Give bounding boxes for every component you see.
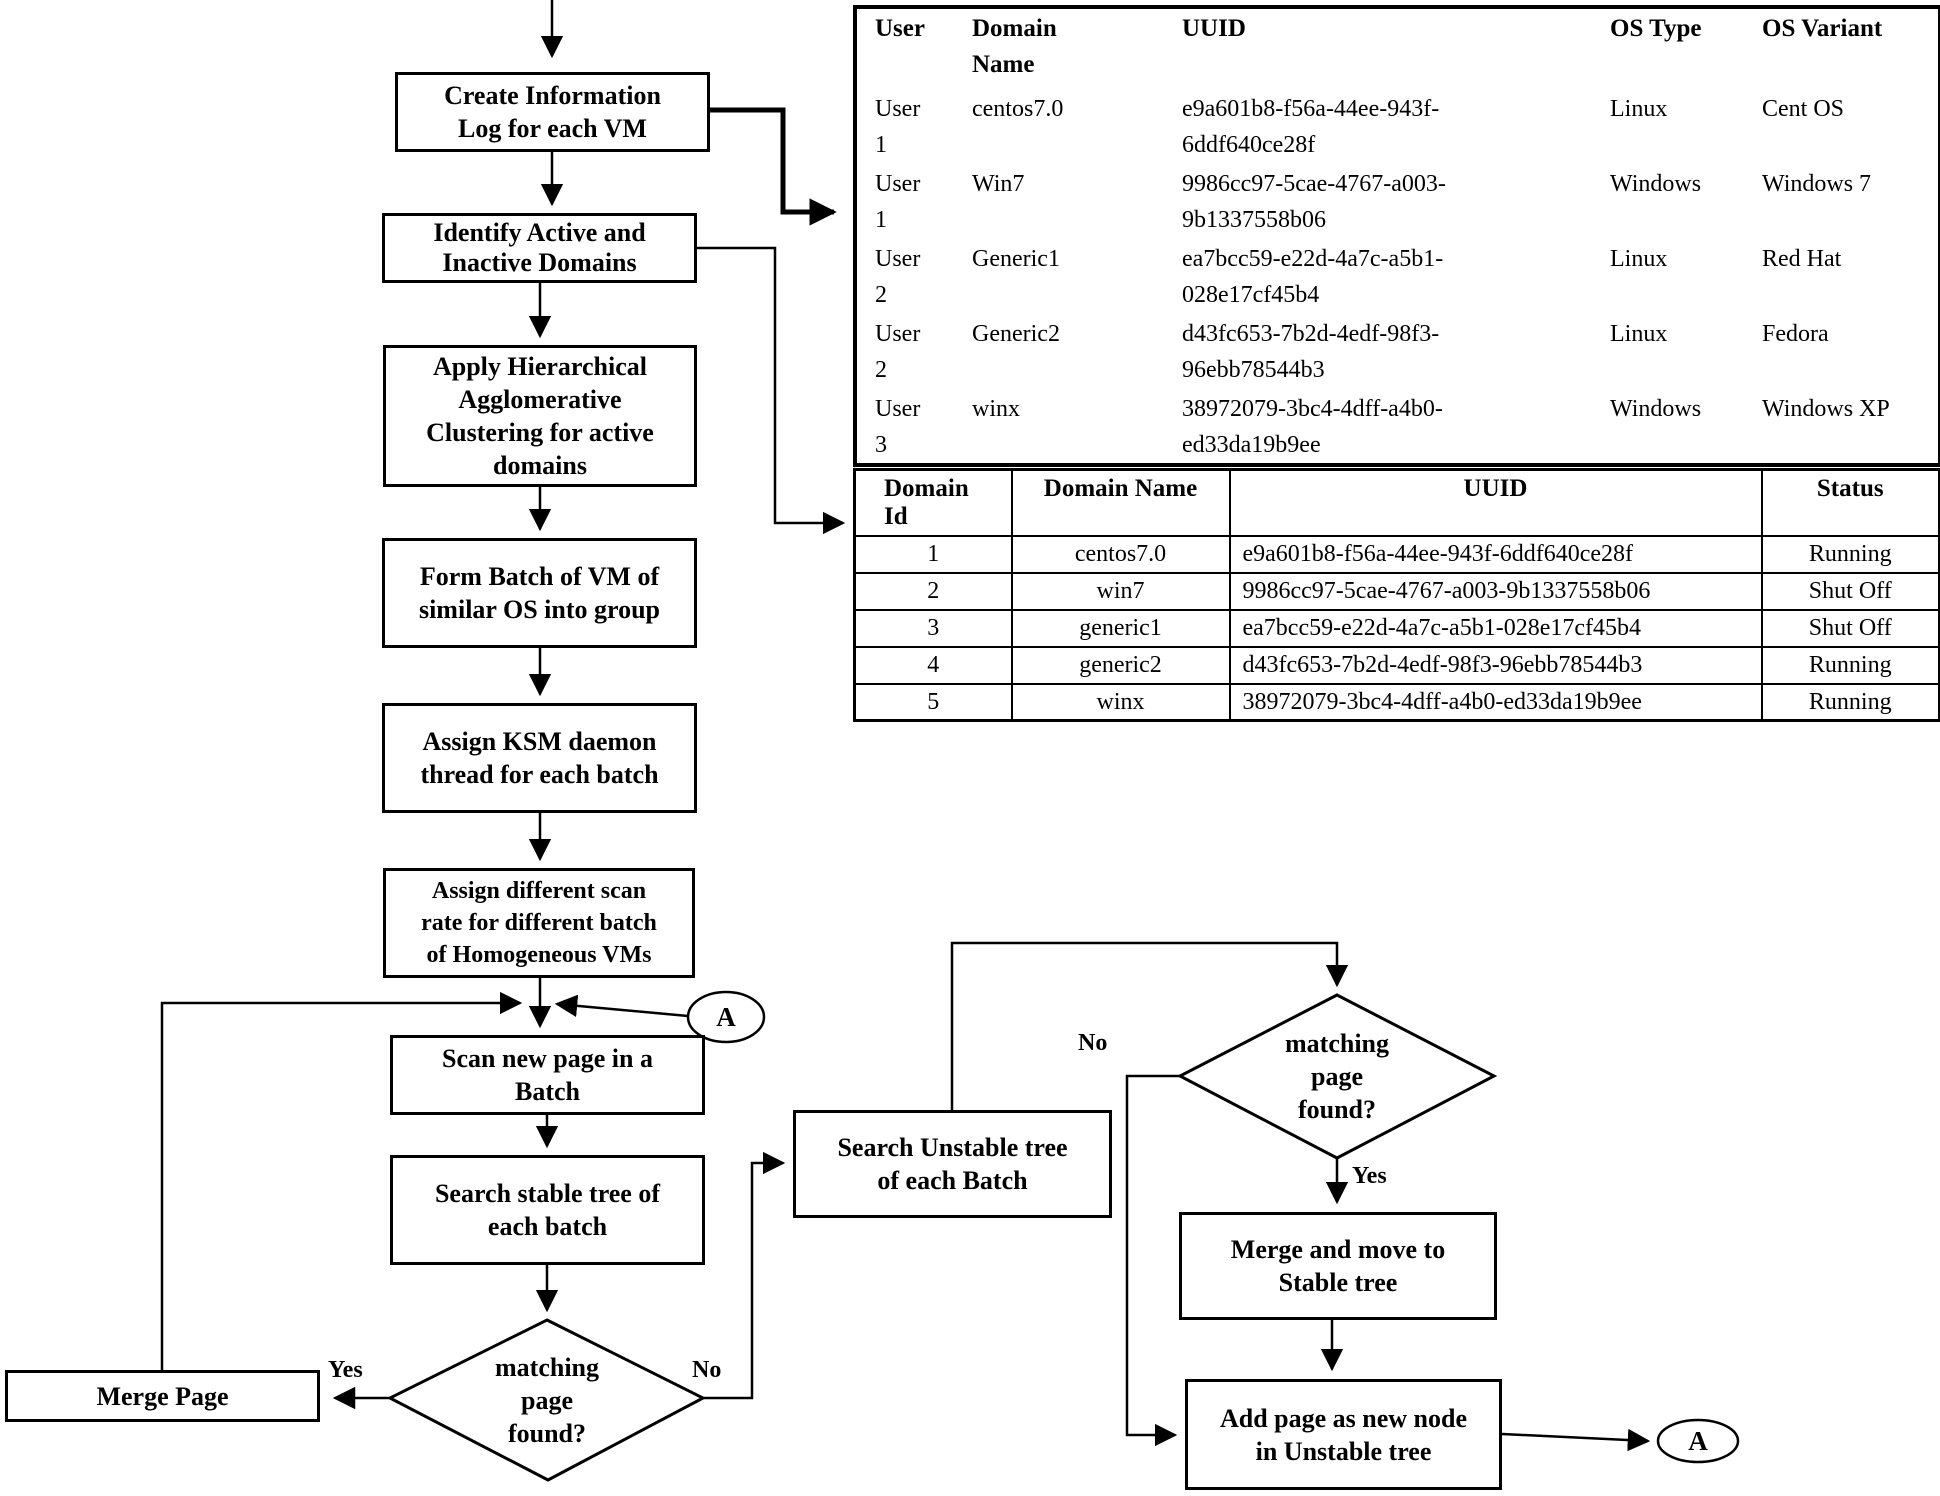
flow-box-clustering-label: Apply Hierarchical Agglomerative Cluster…	[426, 352, 654, 480]
flow-box-form-batch: Form Batch of VM of similar OS into grou…	[382, 538, 697, 648]
flow-box-create-log: Create Information Log for each VM	[395, 72, 710, 152]
flow-box-add-new-node: Add page as new node in Unstable tree	[1185, 1379, 1502, 1490]
arrow-createlog-to-vmtable	[710, 107, 837, 226]
table-status-row: 1 centos7.0 e9a601b8-f56a-44ee-943f-6ddf…	[853, 534, 1940, 574]
arrow-searchunstable-to-decision2	[950, 941, 1349, 1110]
decision-stable-diamond	[386, 1318, 707, 1482]
table-status-header-row: Domain Id Domain Name UUID Status	[853, 468, 1940, 537]
connector-a1-oval	[686, 990, 766, 1044]
table-status-row: 5 winx 38972079-3bc4-4dff-a4b0-ed33da19b…	[853, 682, 1940, 722]
table-vm-header-os-variant: OS Variant	[1762, 15, 1883, 42]
flow-box-identify-domains-label: Identify Active and Inactive Domains	[433, 218, 646, 277]
branch-label-stable-no: No	[692, 1357, 722, 1383]
table-vm-header-user: User	[875, 15, 925, 42]
table-vm-info: User Domain Name UUID OS Type OS Variant…	[853, 5, 1940, 467]
table-status-row: 4 generic2 d43fc653-7b2d-4edf-98f3-96ebb…	[853, 645, 1940, 685]
flow-box-search-unstable-label: Search Unstable tree of each Batch	[837, 1133, 1068, 1195]
feedback-mergepage-line	[160, 991, 523, 1372]
table-vm-row: User 1 Win7 9986cc97-5cae-4767-a003-9b13…	[875, 171, 1872, 233]
flow-box-create-log-label: Create Information Log for each VM	[444, 81, 661, 143]
branch-label-unstable-yes: Yes	[1352, 1163, 1387, 1189]
flow-box-clustering: Apply Hierarchical Agglomerative Cluster…	[383, 345, 697, 487]
table-status-header-uuid: UUID	[1228, 468, 1763, 537]
flow-box-assign-scan-rate: Assign different scan rate for different…	[383, 868, 695, 978]
flow-box-assign-ksm-label: Assign KSM daemon thread for each batch	[420, 727, 659, 789]
table-vm-row: User 1 centos7.0 e9a601b8-f56a-44ee-943f…	[875, 96, 1845, 158]
flow-box-search-stable: Search stable tree of each batch	[390, 1155, 705, 1265]
flow-box-merge-page-label: Merge Page	[96, 1381, 229, 1411]
table-status-header-domain-id: Domain Id	[853, 468, 1013, 537]
flow-box-scan-new-page-label: Scan new page in a Batch	[442, 1044, 653, 1106]
table-vm-header-row: User Domain Name UUID OS Type OS Variant	[855, 7, 1940, 89]
table-vm-header-uuid: UUID	[1182, 15, 1246, 42]
flow-box-search-stable-label: Search stable tree of each batch	[434, 1179, 661, 1241]
table-vm-row: User 3 winx 38972079-3bc4-4dff-a4b0-ed33…	[875, 396, 1890, 458]
flow-box-merge-move-stable-label: Merge and move to Stable tree	[1230, 1235, 1446, 1297]
connector-a2-label: A	[1688, 1425, 1708, 1456]
flow-box-identify-domains: Identify Active and Inactive Domains	[382, 213, 697, 283]
table-vm-header-os-type: OS Type	[1610, 15, 1702, 42]
decision-stable-label: matching page found?	[495, 1352, 599, 1448]
connector-a1-line	[554, 994, 689, 1018]
flow-box-scan-new-page: Scan new page in a Batch	[390, 1035, 705, 1115]
arrow-stable-no-searchunstable	[703, 1151, 786, 1400]
arrow-identify-to-statustable	[697, 246, 846, 535]
flow-box-search-unstable: Search Unstable tree of each Batch	[793, 1110, 1112, 1218]
flow-box-assign-scan-rate-label: Assign different scan rate for different…	[421, 878, 657, 968]
flow-box-add-new-node-label: Add page as new node in Unstable tree	[1219, 1403, 1468, 1466]
table-vm-row: User 2 Generic1 ea7bcc59-e22d-4a7c-a5b1-…	[875, 246, 1842, 308]
flow-box-assign-ksm: Assign KSM daemon thread for each batch	[382, 703, 697, 813]
branch-label-stable-yes: Yes	[328, 1357, 363, 1383]
flow-box-merge-move-stable: Merge and move to Stable tree	[1179, 1212, 1497, 1320]
table-vm-header-domain-name: Domain Name	[972, 15, 1057, 78]
flow-box-merge-page: Merge Page	[5, 1370, 320, 1422]
table-domain-status: Domain Id Domain Name UUID Status 1 cent…	[853, 468, 1940, 722]
table-status-header-status: Status	[1760, 468, 1940, 537]
table-status-row: 3 generic1 ea7bcc59-e22d-4a7c-a5b1-028e1…	[853, 608, 1940, 648]
decision-unstable-label: matching page found?	[1285, 1028, 1389, 1124]
branch-label-unstable-no: No	[1078, 1030, 1108, 1056]
arrow-addnode-to-a2	[1501, 1428, 1651, 1452]
table-vm-row: User 2 Generic2 d43fc653-7b2d-4edf-98f3-…	[875, 321, 1829, 383]
flow-box-form-batch-label: Form Batch of VM of similar OS into grou…	[418, 562, 661, 624]
arrow-unstable-no-addnode	[1125, 1074, 1180, 1447]
table-status-header-domain-name: Domain Name	[1010, 468, 1231, 537]
connector-a1-label: A	[716, 1001, 736, 1032]
connector-a2-oval	[1656, 1418, 1740, 1464]
table-status-row: 2 win7 9986cc97-5cae-4767-a003-9b1337558…	[853, 571, 1940, 611]
